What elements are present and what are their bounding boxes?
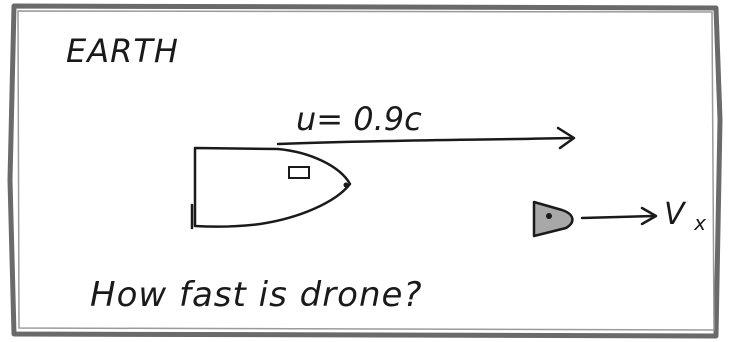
- spaceship-nose-dot: [343, 182, 349, 188]
- drone: [532, 200, 574, 238]
- frame-border-inner: [17, 10, 715, 331]
- frame-border: [7, 3, 723, 339]
- spaceship: [190, 146, 352, 230]
- frame-label: EARTH: [66, 32, 179, 70]
- drone-velocity-symbol: V: [664, 197, 687, 232]
- drone-dot: [546, 213, 552, 219]
- spaceship-window: [288, 166, 310, 179]
- question-text: How fast is drone?: [90, 275, 422, 315]
- drone-velocity-arrow: [580, 206, 658, 226]
- drone-body: [532, 200, 574, 238]
- velocity-label: u= 0.9c: [296, 100, 422, 138]
- drone-velocity-subscript: x: [693, 211, 706, 235]
- drone-velocity-label: V x: [664, 197, 706, 235]
- velocity-arrow: [276, 126, 576, 150]
